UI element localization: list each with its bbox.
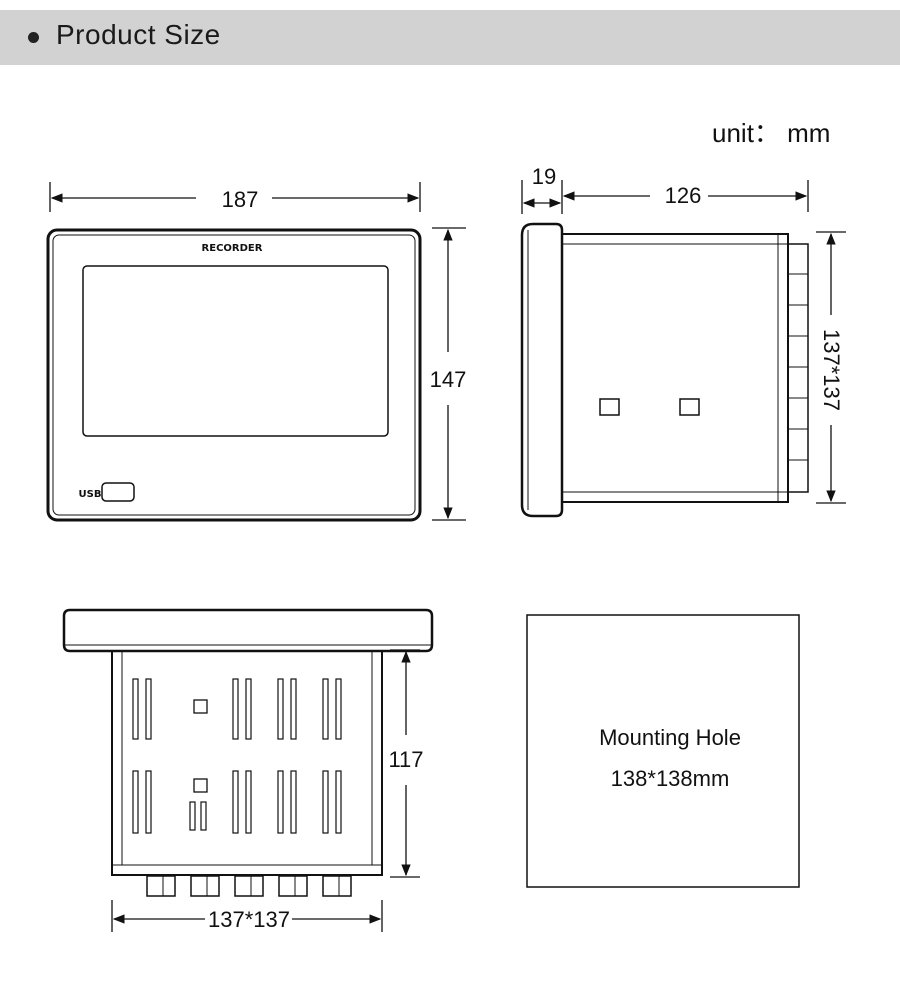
side-depth-dimension	[562, 180, 809, 212]
section-header: Product Size	[0, 10, 900, 65]
front-view	[46, 228, 422, 522]
bottom-width-label: 137*137	[208, 907, 290, 932]
side-height-label: 137*137	[819, 329, 844, 411]
bottom-depth-label: 117	[388, 747, 423, 772]
section-title: Product Size	[56, 19, 221, 50]
mounting-hole-size: 138*138mm	[611, 766, 730, 791]
side-bezel-label: 19	[532, 164, 556, 189]
brand-label: RECORDER	[202, 243, 263, 254]
side-depth-label: 126	[665, 183, 702, 208]
mounting-hole-box	[526, 614, 800, 888]
side-bezel-dimension	[521, 180, 563, 214]
front-height-label: 147	[430, 367, 467, 392]
front-width-label: 187	[222, 187, 259, 212]
side-view	[520, 222, 809, 518]
bullet-icon	[28, 32, 39, 43]
bottom-width-dimension	[111, 900, 383, 932]
bottom-view	[62, 608, 434, 897]
unit-label: unit： mm	[712, 118, 831, 148]
mounting-hole-title: Mounting Hole	[599, 725, 741, 750]
usb-label: USB	[79, 489, 102, 500]
front-height-dimension	[432, 227, 466, 521]
side-height-dimension	[816, 231, 846, 504]
front-width-dimension	[49, 182, 421, 212]
usb-port-icon	[101, 482, 135, 502]
bottom-depth-dimension	[390, 649, 420, 878]
